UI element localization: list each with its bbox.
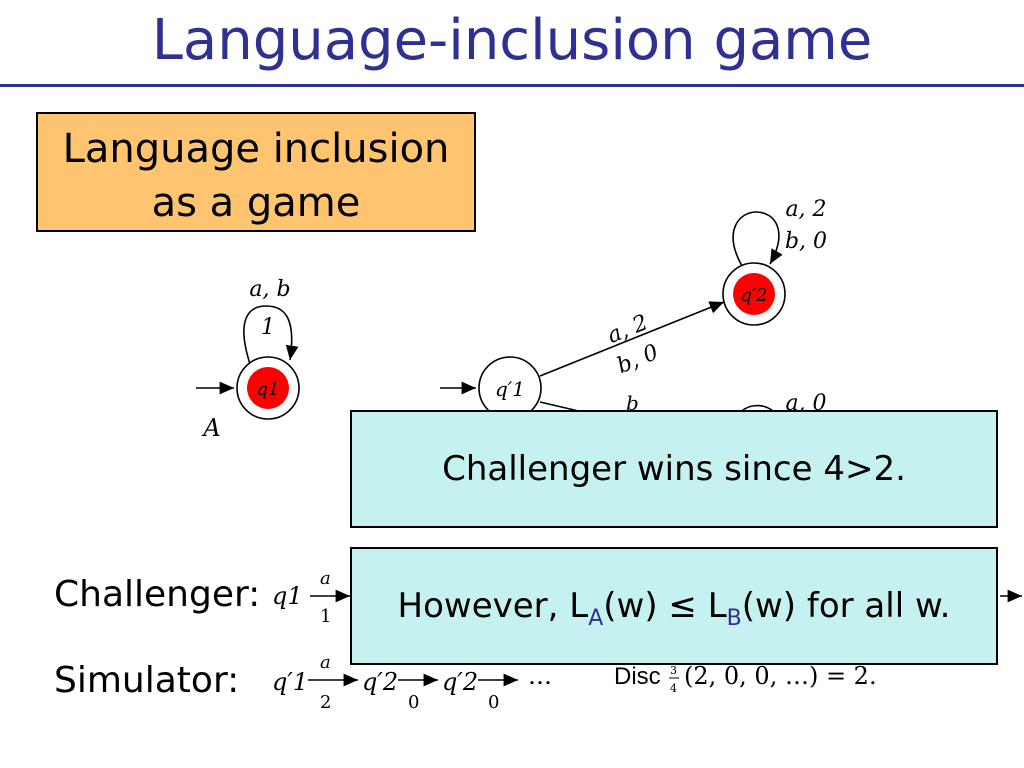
state-q1 — [247, 367, 289, 409]
title-rule — [0, 84, 1024, 87]
callout-line-2: as a game — [151, 180, 361, 226]
challenger-top: a — [320, 568, 331, 589]
state-q2p-label: q′2 — [740, 285, 767, 306]
sim-bottom-2: 0 — [408, 692, 419, 713]
state-q1p-label: q′1 — [495, 377, 525, 401]
edge-label-2: b, 0 — [614, 340, 662, 379]
simulator-label: Simulator: — [54, 660, 240, 701]
overlay-top-text: Challenger wins since 4>2. — [442, 449, 906, 489]
challenger-bottom: 1 — [320, 606, 331, 627]
sim-top-1: a — [320, 652, 331, 673]
disc-frac-den: 4 — [670, 682, 677, 695]
disc-expression: (2, 0, 0, …) = 2. — [684, 662, 877, 690]
challenger-start: q1 — [272, 582, 303, 610]
overlay-challenger-wins: Challenger wins since 4>2. — [350, 410, 998, 528]
self-loop-q2p — [732, 211, 783, 267]
challenger-label: Challenger: — [54, 574, 261, 615]
overlay-mid: (w) ≤ L — [603, 586, 727, 626]
sim-bottom-1: 2 — [320, 692, 331, 713]
simulator-start: q′1 — [272, 668, 308, 696]
sim-state-2: q′2 — [362, 668, 398, 696]
loop-q2p-line1: a, 2 — [785, 197, 826, 222]
overlay-sub-a: A — [588, 606, 604, 631]
self-loop-a — [243, 305, 299, 365]
overlay-prefix: However, L — [397, 586, 589, 626]
disc-frac-num: 3 — [670, 664, 677, 677]
edge-q1p-q2p — [539, 301, 725, 377]
edge-hidden-mark: b — [626, 391, 639, 415]
sim-bottom-3: 0 — [488, 692, 499, 713]
overlay-however: However, LA(w) ≤ LB(w) for all w. — [350, 547, 998, 665]
automaton-a-name: A — [201, 414, 220, 442]
loop-label-a: a, b — [249, 277, 290, 302]
callout-line-1: Language inclusion — [62, 126, 450, 172]
overlay-sub-b: B — [726, 606, 742, 631]
overlay-suffix: (w) for all w. — [741, 586, 951, 626]
orange-callout: Language inclusion as a game — [36, 112, 476, 232]
loop-q2p-line2: b, 0 — [785, 229, 827, 254]
slide-title: Language-inclusion game — [151, 8, 873, 73]
state-q1-label: q1 — [257, 379, 280, 400]
disc-label: Disc — [614, 663, 661, 690]
sim-ellipsis: … — [528, 662, 552, 690]
state-q2p — [733, 273, 775, 315]
loop-weight-a: 1 — [261, 315, 275, 340]
sim-state-3: q′2 — [442, 668, 478, 696]
